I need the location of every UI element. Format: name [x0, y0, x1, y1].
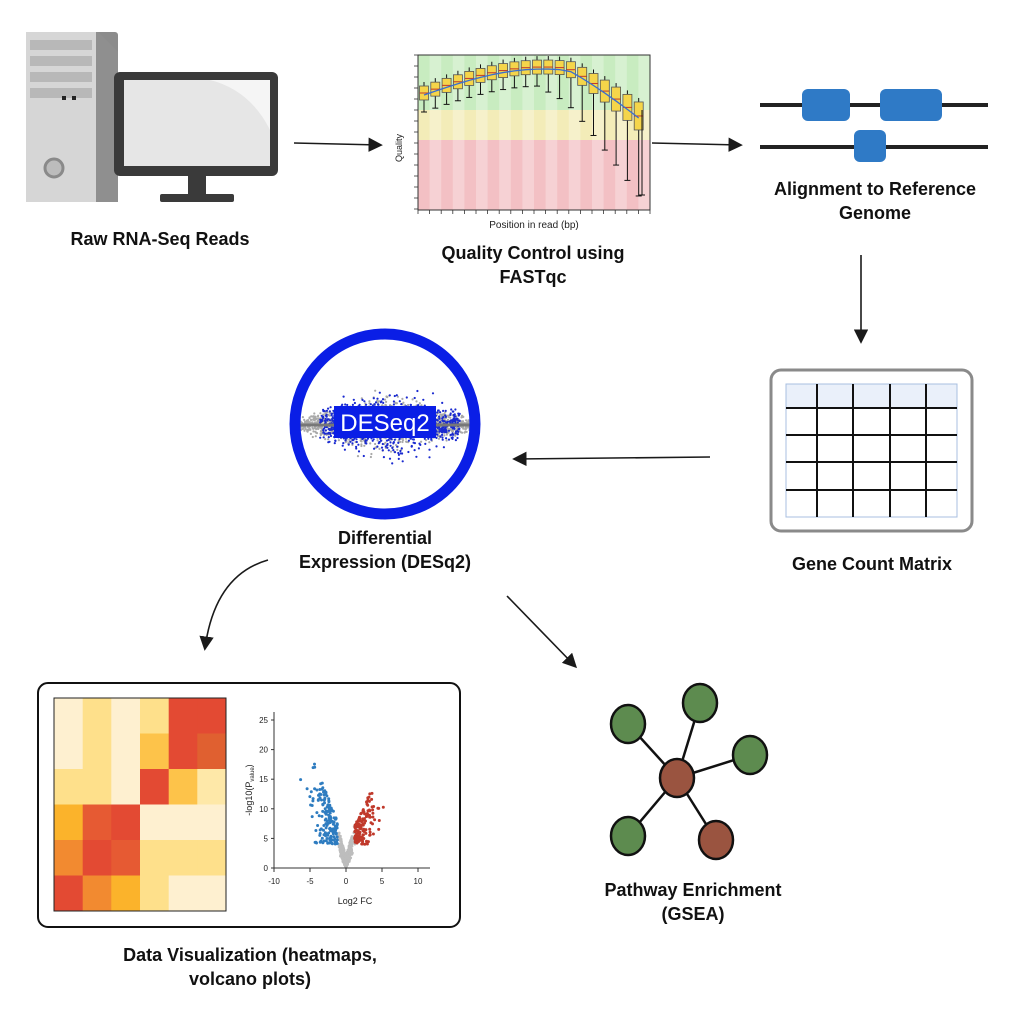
- arrow-deseq-to-pathway: [506, 595, 578, 669]
- volcano-y-tick: 10: [259, 805, 268, 814]
- read-block: [880, 89, 942, 121]
- pathway-label: Pathway Enrichment (GSEA): [604, 880, 782, 924]
- heatmap-cell: [140, 875, 170, 912]
- arrow-qc-to-alignment: [651, 137, 743, 152]
- heatmap-cell: [111, 840, 141, 876]
- heatmap-cell: [140, 804, 170, 841]
- deseq-ma-plot: DESeq2: [289, 328, 481, 520]
- heatmap-cell: [197, 769, 227, 805]
- arrow-reads-to-qc: [293, 137, 383, 152]
- read-block: [854, 130, 886, 162]
- heatmap-cell: [111, 804, 141, 841]
- volcano-x-tick: 0: [344, 877, 349, 886]
- deseq-label: Differential Expression (DESq2): [298, 528, 472, 572]
- heatmap-cell: [168, 698, 198, 734]
- heatmap-cell: [54, 804, 84, 841]
- heatmap-cell: [168, 804, 198, 841]
- heatmap-cell: [82, 698, 112, 734]
- raw-reads-label: Raw RNA-Seq Reads: [70, 229, 250, 249]
- pathway-network-icon: [609, 682, 769, 861]
- alignment-icon: [760, 89, 988, 162]
- heatmap-cell: [140, 733, 170, 770]
- fastqc-y-axis-label: Quality: [394, 133, 404, 162]
- heatmap-cell: [197, 733, 227, 770]
- heatmap-cell: [82, 804, 112, 841]
- flow-arrows: [199, 137, 869, 669]
- visualization-panel: 0 5 10 15 20 25 -10 -5 0 5 10 Log2 FC -log10(Pvalu…: [37, 682, 461, 928]
- arrow-deseq-to-visualization: [199, 559, 269, 651]
- deseq-badge: [334, 406, 436, 438]
- pathway-node: [609, 815, 647, 857]
- alignment-label: Alignment to Reference Genome: [773, 179, 977, 223]
- volcano-y-tick: 15: [259, 775, 268, 784]
- volcano-y-tick: 5: [264, 834, 269, 843]
- volcano-x-tick: 5: [380, 877, 385, 886]
- heatmap-cell: [197, 875, 227, 912]
- pathway-node: [697, 819, 735, 861]
- arrow-matrix-to-deseq: [512, 451, 711, 467]
- heatmap-cell: [168, 875, 198, 912]
- heatmap-cell: [197, 698, 227, 734]
- heatmap-cell: [111, 698, 141, 734]
- qc-label: Quality Control using FASTqc: [441, 243, 625, 287]
- visualization-label: Data Visualization (heatmaps, volcano pl…: [123, 945, 377, 989]
- heatmap-cell: [54, 733, 84, 770]
- volcano-y-axis-label: -log10(Pvalue): [244, 764, 256, 815]
- heatmap-cell: [54, 769, 84, 805]
- pathway-node: [609, 703, 647, 745]
- volcano-plot: 0 5 10 15 20 25 -10 -5 0 5 10 Log2 FC -log10(Pvalu…: [244, 712, 430, 906]
- heatmap-cell: [54, 698, 84, 734]
- volcano-x-tick: 10: [414, 877, 423, 886]
- heatmap: [54, 698, 227, 912]
- heatmap-cell: [168, 769, 198, 805]
- heatmap-cell: [197, 804, 227, 841]
- pathway-node: [731, 734, 769, 776]
- deseq-badge-text: DESeq2: [340, 410, 429, 437]
- fastqc-plot: Quality Position in read (bp): [394, 54, 651, 231]
- count-matrix-icon: [769, 368, 974, 533]
- heatmap-cell: [82, 769, 112, 805]
- fastqc-x-axis-label: Position in read (bp): [489, 220, 579, 231]
- heatmap-cell: [54, 840, 84, 876]
- volcano-y-tick: 0: [264, 864, 269, 873]
- heatmap-cell: [197, 840, 227, 876]
- heatmap-cell: [54, 875, 84, 912]
- volcano-y-tick: 25: [259, 716, 268, 725]
- read-block: [802, 89, 850, 121]
- volcano-x-tick: -5: [306, 877, 314, 886]
- heatmap-cell: [140, 769, 170, 805]
- heatmap-cell: [168, 840, 198, 876]
- heatmap-cell: [111, 875, 141, 912]
- volcano-x-axis-label: Log2 FC: [338, 896, 373, 906]
- heatmap-cell: [82, 840, 112, 876]
- computer-icon: [26, 32, 278, 202]
- heatmap-cell: [82, 875, 112, 912]
- heatmap-cell: [140, 840, 170, 876]
- count-matrix-label: Gene Count Matrix: [791, 554, 952, 574]
- pathway-node: [681, 682, 719, 724]
- volcano-x-tick: -10: [268, 877, 280, 886]
- heatmap-cell: [111, 733, 141, 770]
- heatmap-cell: [140, 698, 170, 734]
- volcano-y-tick: 20: [259, 746, 268, 755]
- pathway-node-hub: [658, 757, 696, 799]
- heatmap-cell: [111, 769, 141, 805]
- heatmap-cell: [168, 733, 198, 770]
- heatmap-cell: [82, 733, 112, 770]
